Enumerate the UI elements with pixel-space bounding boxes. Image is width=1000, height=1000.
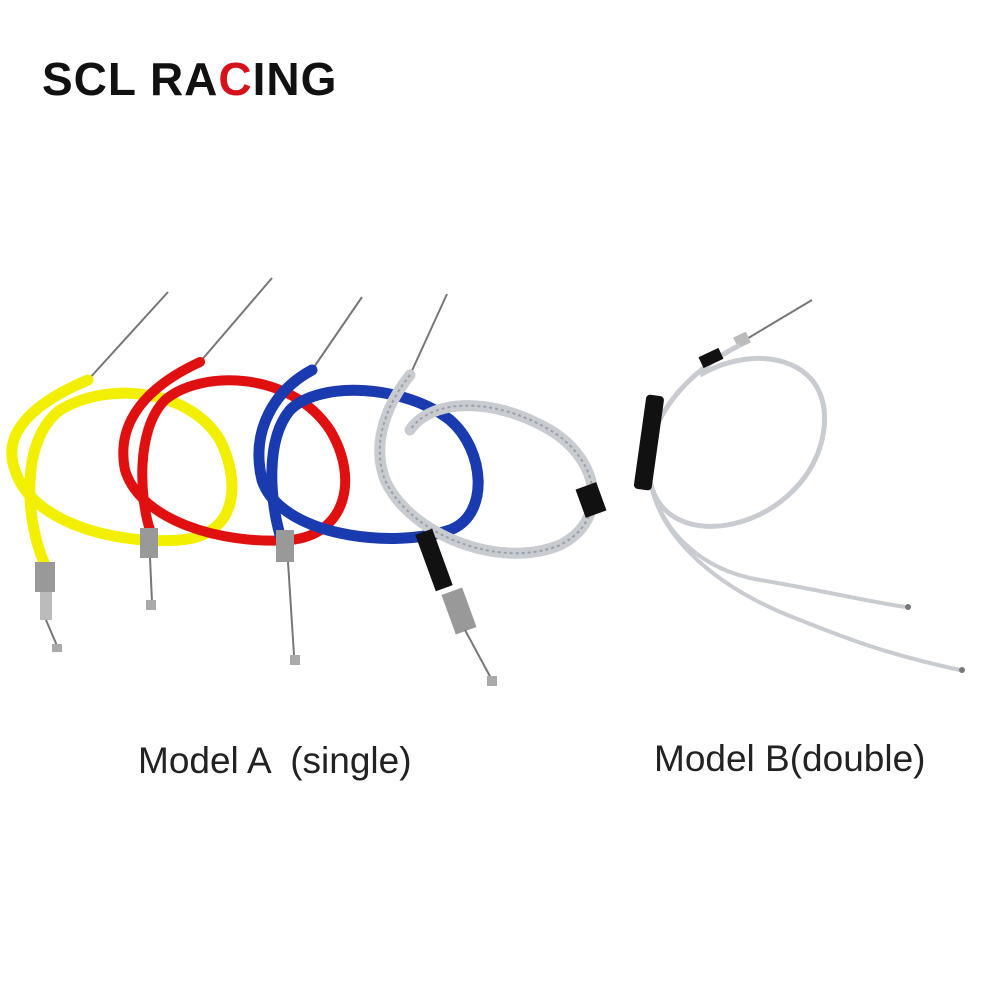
brand-text-2: ING (252, 53, 338, 105)
red-cable (118, 277, 351, 610)
model-b-caption: Model B(double) (654, 738, 926, 779)
double-cable (633, 299, 965, 673)
brand-logo: SCL RACING (42, 52, 337, 106)
brand-text-accent: C (218, 53, 253, 105)
silver-cable (374, 293, 607, 686)
brand-text-1: SCL RA (42, 53, 219, 105)
yellow-cable (6, 291, 238, 652)
model-a-caption: Model A (single) (138, 740, 412, 781)
blue-cable (253, 296, 484, 665)
